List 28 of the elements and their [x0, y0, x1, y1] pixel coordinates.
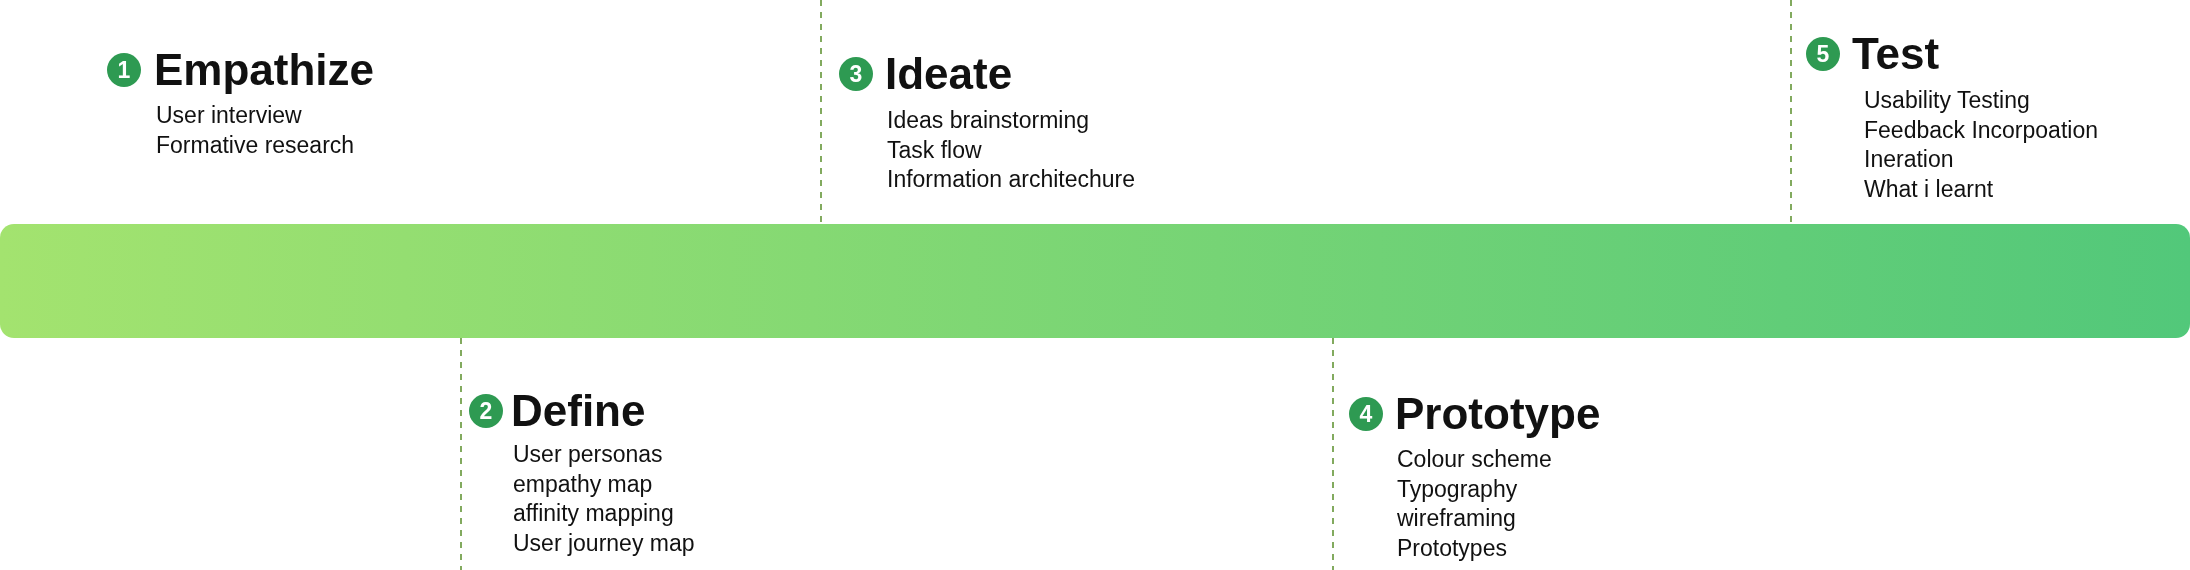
list-item: Ineration: [1864, 146, 1954, 173]
timeline-bar: [0, 224, 2190, 338]
list-item: Information architechure: [887, 166, 1135, 193]
list-item: What i learnt: [1864, 175, 1994, 203]
list-item: Feedback Incorpoation: [1864, 116, 2098, 144]
list-item: Typography: [1397, 475, 1518, 503]
step-number-badge: 5: [1806, 37, 1840, 71]
list-item: User personas: [513, 441, 663, 468]
step-heading: Test: [1852, 30, 1940, 78]
step-number-badge: 1: [107, 53, 141, 87]
step-heading: Prototype: [1395, 390, 1601, 438]
list-item: Task flow: [887, 136, 982, 164]
list-item: affinity mapping: [513, 500, 674, 527]
list-item: Colour scheme: [1397, 446, 1552, 473]
list-item: User journey map: [513, 529, 695, 557]
step-number-badge: 4: [1349, 397, 1383, 431]
step-heading: Define: [511, 387, 646, 435]
step-number-badge: 3: [839, 57, 873, 91]
list-item: User interview: [156, 102, 302, 129]
step-heading: Ideate: [885, 50, 1013, 98]
list-item: empathy map: [513, 470, 653, 498]
list-item: Formative research: [156, 131, 355, 159]
list-item: Ideas brainstorming: [887, 107, 1089, 134]
list-item: Prototypes: [1397, 534, 1507, 562]
step-heading: Empathize: [154, 46, 375, 94]
list-item: Usability Testing: [1864, 87, 2030, 114]
step-number-badge: 2: [469, 394, 503, 428]
list-item: wireframing: [1397, 505, 1516, 532]
